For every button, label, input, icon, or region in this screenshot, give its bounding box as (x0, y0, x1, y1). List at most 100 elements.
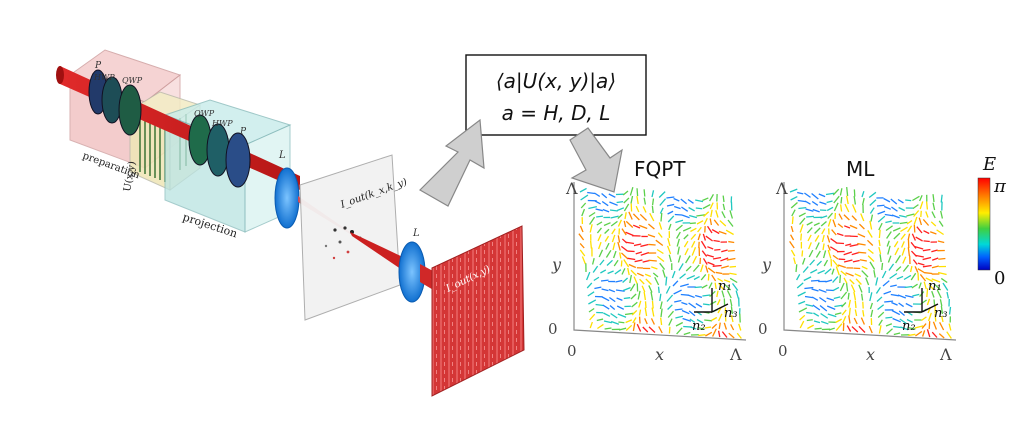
field-arrow (638, 309, 642, 316)
field-arrow (632, 224, 641, 229)
field-arrow (922, 248, 931, 252)
field-arrow (869, 207, 875, 214)
field-arrow (579, 187, 587, 193)
field-arrow (885, 316, 893, 319)
field-arrow (634, 259, 643, 263)
field-arrow (703, 211, 710, 217)
field-arrow (696, 214, 706, 217)
field-arrow (893, 325, 901, 329)
field-arrow (651, 266, 658, 270)
field-arrow (611, 234, 616, 243)
field-arrow (814, 235, 820, 242)
field-arrow (628, 211, 633, 220)
field-arrow (728, 240, 735, 244)
field-arrow (946, 291, 950, 299)
field-arrow (926, 329, 931, 338)
field-arrow (675, 224, 683, 232)
field-arrow (828, 327, 836, 331)
field-arrow (898, 310, 905, 317)
field-arrow (603, 222, 611, 227)
field-arrow (603, 312, 611, 317)
field-arrow (846, 325, 852, 332)
field-arrow (601, 296, 610, 302)
field-arrow (690, 227, 697, 233)
field-arrow (706, 254, 714, 258)
field-arrow (833, 296, 841, 300)
field-arrow (616, 207, 625, 212)
field-arrow (629, 283, 636, 292)
field-arrow (909, 265, 913, 273)
field-arrow (820, 312, 829, 319)
field-arrow (629, 274, 633, 284)
field-arrow (656, 248, 664, 255)
field-arrow (668, 254, 672, 263)
field-arrow (858, 223, 865, 230)
field-arrow (621, 252, 629, 260)
field-arrow (911, 283, 918, 289)
field-arrow (692, 255, 698, 264)
field-arrow (858, 251, 867, 254)
field-arrow (867, 248, 874, 255)
field-arrow (710, 209, 713, 218)
field-arrow (605, 242, 610, 250)
field-arrow (807, 242, 812, 250)
panel-ml-origin-y: 0 (758, 320, 768, 338)
field-arrow (636, 188, 639, 197)
field-arrow (932, 321, 938, 330)
field-arrow (800, 233, 803, 241)
field-arrow (795, 264, 798, 273)
field-arrow (840, 291, 848, 300)
field-arrow (709, 202, 714, 210)
field-arrow (621, 268, 626, 275)
field-arrow (811, 200, 819, 206)
optical-setup: preparation U(x,y) projection P HWP QWP … (56, 49, 525, 397)
field-arrow (651, 198, 655, 206)
field-arrow (679, 273, 686, 280)
field-arrow (813, 222, 820, 227)
field-arrow (721, 211, 726, 219)
field-arrow (682, 226, 692, 232)
field-arrow (931, 249, 938, 253)
field-arrow (659, 207, 664, 214)
field-arrow (884, 300, 894, 303)
field-arrow (791, 216, 794, 225)
field-arrow (709, 218, 713, 226)
field-arrow (854, 300, 857, 309)
field-arrow (890, 293, 900, 297)
field-arrow (870, 309, 874, 318)
field-arrow (729, 272, 737, 276)
field-arrow (907, 233, 911, 241)
field-arrow (854, 309, 858, 317)
field-arrow (938, 220, 944, 227)
field-arrow (928, 321, 931, 330)
field-arrow (726, 257, 736, 261)
field-arrow (833, 202, 839, 212)
field-arrow (624, 312, 634, 316)
field-arrow (613, 259, 619, 267)
field-arrow (610, 220, 618, 227)
field-arrow (860, 293, 864, 301)
field-arrow (796, 273, 801, 281)
field-arrow (865, 277, 870, 286)
field-arrow (853, 195, 857, 205)
field-arrow (904, 285, 913, 289)
field-arrow (930, 221, 937, 227)
field-arrow (939, 321, 945, 331)
field-arrow (692, 264, 700, 272)
field-arrow (891, 206, 898, 212)
field-arrow (702, 203, 711, 210)
field-arrow (615, 279, 623, 283)
formula-line2: a = H, D, L (502, 101, 611, 125)
field-arrow (922, 256, 932, 261)
field-arrow (713, 219, 720, 226)
field-arrow (861, 270, 869, 278)
field-arrow (820, 220, 827, 227)
field-arrow (937, 240, 945, 244)
field-arrow (899, 318, 907, 325)
field-arrow (803, 276, 812, 282)
field-arrow (875, 287, 881, 294)
field-arrow (644, 307, 648, 317)
field-arrow (673, 289, 682, 295)
field-arrow (643, 291, 647, 301)
field-arrow (879, 254, 882, 263)
